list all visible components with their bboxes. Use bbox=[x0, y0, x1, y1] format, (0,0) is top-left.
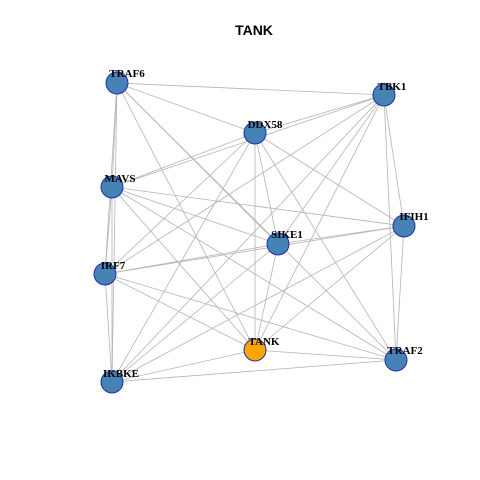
edge-irf7-ikbke bbox=[104, 273, 113, 383]
edge-tank-ikbke bbox=[111, 349, 256, 383]
edge-traf6-ikbke bbox=[111, 82, 118, 383]
node-ddx58[interactable] bbox=[243, 121, 267, 145]
edge-traf6-traf2 bbox=[116, 82, 397, 361]
edge-ddx58-ikbke bbox=[111, 132, 256, 383]
node-traf2[interactable] bbox=[384, 348, 408, 372]
edge-tbk1-ddx58 bbox=[254, 94, 385, 134]
edge-ddx58-traf2 bbox=[254, 132, 397, 361]
edge-ddx58-ifih1 bbox=[254, 132, 405, 227]
node-label-ikbke: IKBKE bbox=[103, 368, 139, 380]
edge-tbk1-traf2 bbox=[383, 94, 397, 361]
edge-tbk1-ifih1 bbox=[383, 94, 405, 227]
node-traf6[interactable] bbox=[105, 71, 129, 95]
node-ifih1[interactable] bbox=[392, 214, 416, 238]
node-mavs[interactable] bbox=[100, 175, 124, 199]
nodes-layer bbox=[93, 71, 416, 394]
edge-sike1-tank bbox=[254, 243, 279, 351]
node-irf7[interactable] bbox=[93, 262, 117, 286]
edge-tbk1-ikbke bbox=[111, 94, 385, 383]
edge-sike1-irf7 bbox=[104, 243, 279, 275]
edge-ddx58-mavs bbox=[111, 132, 256, 188]
node-label-ddx58: DDX58 bbox=[248, 119, 283, 131]
node-label-tank: TANK bbox=[249, 336, 280, 348]
node-label-ifih1: IFIH1 bbox=[399, 211, 428, 223]
edge-mavs-ifih1 bbox=[111, 186, 405, 227]
edge-traf6-ddx58 bbox=[116, 82, 256, 134]
edge-traf6-tbk1 bbox=[116, 82, 385, 96]
edge-ddx58-sike1 bbox=[254, 132, 279, 245]
edges-layer bbox=[104, 82, 405, 383]
node-label-sike1: SIKE1 bbox=[271, 229, 303, 241]
node-label-traf6: TRAF6 bbox=[109, 68, 145, 80]
edge-ifih1-irf7 bbox=[104, 225, 405, 275]
edge-mavs-traf2 bbox=[111, 186, 397, 361]
node-ikbke[interactable] bbox=[100, 370, 124, 394]
edge-irf7-tank bbox=[104, 273, 256, 351]
edge-tbk1-tank bbox=[254, 94, 385, 351]
edge-mavs-irf7 bbox=[104, 186, 113, 275]
edge-tbk1-irf7 bbox=[104, 94, 385, 275]
node-tbk1[interactable] bbox=[372, 83, 396, 107]
edge-ifih1-tank bbox=[254, 225, 405, 351]
node-label-irf7: IRF7 bbox=[101, 260, 126, 272]
edge-mavs-tank bbox=[111, 186, 256, 351]
edge-tank-traf2 bbox=[254, 349, 397, 361]
edge-ifih1-traf2 bbox=[395, 225, 405, 361]
edge-ifih1-ikbke bbox=[111, 225, 405, 383]
node-tank[interactable] bbox=[243, 338, 267, 362]
node-label-traf2: TRAF2 bbox=[387, 345, 423, 357]
edge-traf2-ikbke bbox=[111, 359, 397, 383]
edge-sike1-ikbke bbox=[111, 243, 279, 383]
node-label-tbk1: TBK1 bbox=[378, 81, 407, 93]
edge-irf7-traf2 bbox=[104, 273, 397, 361]
node-label-mavs: MAVS bbox=[105, 173, 136, 185]
diagram-title: TANK bbox=[235, 22, 273, 38]
edge-traf6-tank bbox=[116, 82, 256, 351]
node-sike1[interactable] bbox=[266, 232, 290, 256]
edge-ddx58-irf7 bbox=[104, 132, 256, 275]
edge-tbk1-sike1 bbox=[277, 94, 385, 245]
edge-mavs-sike1 bbox=[111, 186, 279, 245]
